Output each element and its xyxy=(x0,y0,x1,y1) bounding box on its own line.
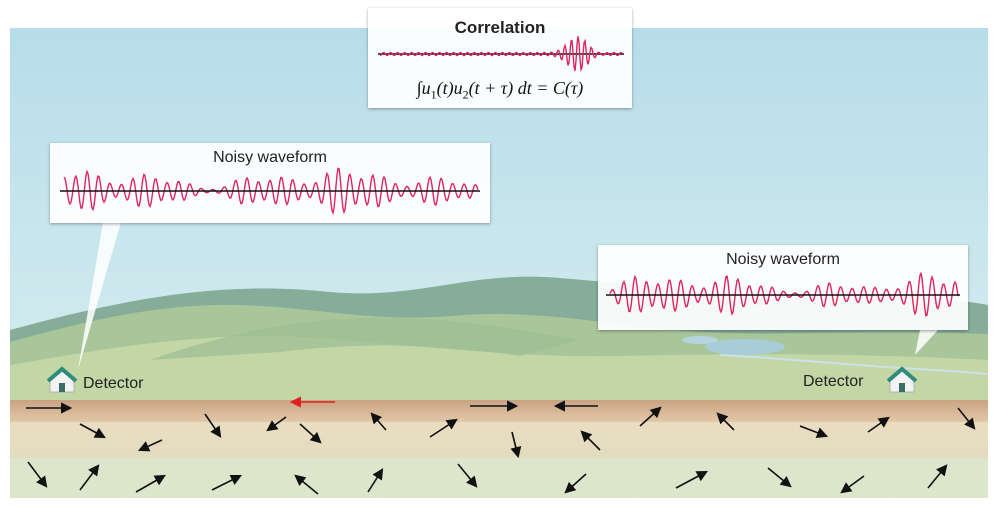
arrow-15 xyxy=(799,425,829,439)
arrow-27 xyxy=(767,467,792,488)
arrow-5 xyxy=(137,439,163,452)
arrow-13 xyxy=(639,406,662,427)
right-detector-house-icon xyxy=(886,366,918,393)
arrow-20 xyxy=(135,474,166,493)
arrow-9 xyxy=(370,412,387,431)
arrow-18 xyxy=(27,461,48,488)
river xyxy=(719,354,989,375)
arrow-21 xyxy=(211,474,243,491)
arrow-25 xyxy=(564,473,587,494)
right-detector-label: Detector xyxy=(803,373,864,390)
right-noisy-waveform xyxy=(606,271,960,317)
arrow-8 xyxy=(299,423,322,444)
left-detector-house-icon xyxy=(46,366,78,393)
arrow-11 xyxy=(510,431,522,459)
left-noisy-waveform xyxy=(60,167,480,215)
arrow-16 xyxy=(867,416,890,433)
arrow-28 xyxy=(840,475,865,494)
correlation-formula: ∫u1(t)u2(t + τ) dt = C(τ) xyxy=(416,78,584,102)
correlation-title: Correlation xyxy=(454,18,546,37)
lake xyxy=(705,339,785,355)
arrow-14 xyxy=(716,412,735,431)
hill-ridge xyxy=(150,318,580,360)
lake-small xyxy=(682,336,718,344)
arrow-22 xyxy=(294,474,319,495)
correlation-waveform xyxy=(378,36,624,73)
arrow-6 xyxy=(204,413,222,438)
soil-lower-band xyxy=(10,458,988,498)
arrow-19 xyxy=(79,464,100,491)
correlation-panel: Correlation ∫u1(t)u2(t + τ) dt = C(τ) xyxy=(368,8,632,108)
arrow-26 xyxy=(675,470,708,489)
arrow-29 xyxy=(927,464,948,489)
right-waveform-panel: Noisy waveform xyxy=(598,245,968,330)
arrow-12 xyxy=(580,430,601,451)
left-waveform-title: Noisy waveform xyxy=(213,149,327,166)
wave-direction-arrows xyxy=(26,396,976,495)
right-waveform-title: Noisy waveform xyxy=(726,251,840,268)
left-waveform-panel: Noisy waveform xyxy=(50,143,490,223)
right-callout-pointer xyxy=(915,330,938,355)
arrow-17 xyxy=(957,407,976,430)
left-detector-label: Detector xyxy=(83,375,144,392)
arrow-24 xyxy=(457,463,478,488)
arrow-23 xyxy=(367,468,384,493)
arrow-4 xyxy=(79,423,106,439)
ground-band xyxy=(10,400,988,422)
arrow-7 xyxy=(266,416,287,432)
arrow-10 xyxy=(429,418,458,438)
left-callout-pointer xyxy=(78,222,121,370)
